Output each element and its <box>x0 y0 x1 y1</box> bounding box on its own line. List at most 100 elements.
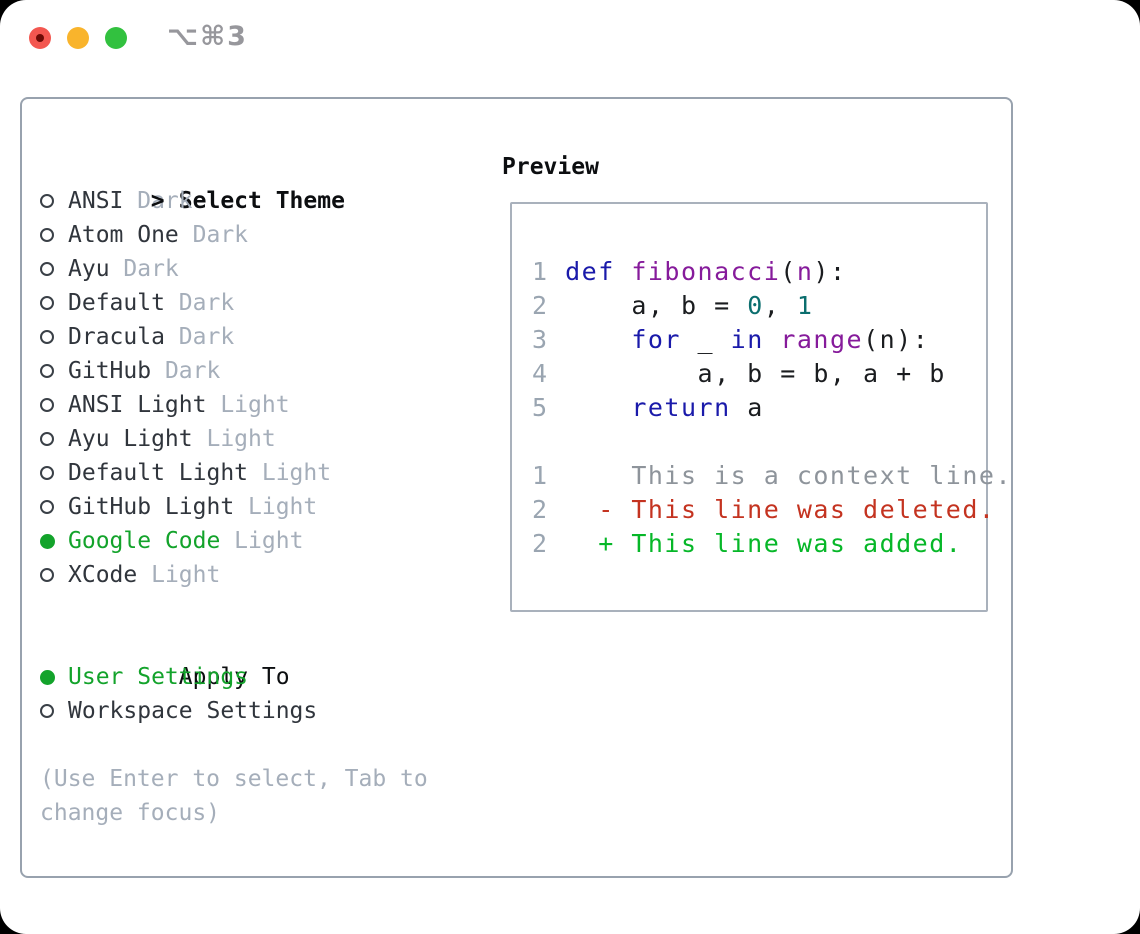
theme-option-xcode[interactable]: XCode Light <box>40 558 428 592</box>
code-token-pln: a <box>730 393 764 422</box>
code-token-fn: n <box>796 257 814 286</box>
option-label: Google Code <box>68 528 221 554</box>
variant-label: Dark <box>178 222 249 248</box>
variant-label: Light <box>137 562 221 588</box>
variant-label: Light <box>234 494 318 520</box>
apply-option-user-settings[interactable]: User Settings <box>40 660 428 694</box>
option-label: Default <box>68 290 165 316</box>
radio-icon[interactable] <box>40 694 68 728</box>
option-label: User Settings <box>68 664 249 690</box>
radio-icon[interactable] <box>40 354 68 388</box>
radio-selected-icon[interactable] <box>40 660 68 694</box>
line-number: 2 <box>532 495 566 524</box>
line-number: 4 <box>532 359 566 388</box>
code-token-pln <box>615 257 632 286</box>
apply-to-label: Apply To <box>178 664 290 690</box>
option-label: Dracula <box>68 324 165 350</box>
variant-label: Dark <box>123 188 193 214</box>
radio-icon[interactable] <box>40 286 68 320</box>
preview-header: Preview <box>502 154 599 180</box>
code-token-pln: _ <box>680 325 731 354</box>
option-label: GitHub <box>68 358 152 384</box>
code-token-kw: for <box>631 325 681 354</box>
theme-option-default-light[interactable]: Default Light Light <box>40 456 428 490</box>
select-theme-header: > Select Theme <box>40 150 428 214</box>
theme-option-ansi[interactable]: ANSI Dark <box>40 184 428 218</box>
code-line: 2 a, b = 0, 1 <box>532 289 1012 323</box>
radio-icon[interactable] <box>40 422 68 456</box>
line-number: 3 <box>532 325 566 354</box>
code-token-fn: range <box>780 325 864 354</box>
radio-icon[interactable] <box>40 320 68 354</box>
code-token-del: - This line was deleted. <box>565 495 996 524</box>
option-label: Default Light <box>68 460 249 486</box>
variant-label: Light <box>220 528 304 554</box>
option-label: Atom One <box>68 222 179 248</box>
help-text-line1: (Use Enter to select, Tab to <box>40 766 428 792</box>
blank-line <box>532 425 1012 459</box>
code-line: 1 def fibonacci(n): <box>532 255 1012 289</box>
variant-label: Light <box>206 392 290 418</box>
help-text-line2: change focus) <box>40 800 221 826</box>
radio-icon[interactable] <box>40 456 68 490</box>
titlebar <box>29 26 143 50</box>
theme-option-google-code[interactable]: Google Code Light <box>40 524 428 558</box>
option-label: Ayu Light <box>68 426 193 452</box>
variant-label: Light <box>248 460 332 486</box>
theme-option-github-light[interactable]: GitHub Light Light <box>40 490 428 524</box>
minimize-button-icon[interactable] <box>67 27 89 49</box>
code-token-fn: fibonacci <box>631 257 781 286</box>
radio-selected-icon[interactable] <box>40 524 68 558</box>
code-token-kw: def <box>565 257 615 286</box>
code-token-pln: ( <box>780 257 797 286</box>
radio-icon[interactable] <box>40 388 68 422</box>
apply-option-workspace-settings[interactable]: Workspace Settings <box>40 694 428 728</box>
cursor-icon: > <box>150 188 165 214</box>
code-token-lit: 0 <box>747 291 764 320</box>
variant-label: Dark <box>164 290 235 316</box>
code-line: 2 - This line was deleted. <box>532 493 1012 527</box>
theme-option-dracula[interactable]: Dracula Dark <box>40 320 428 354</box>
theme-option-github[interactable]: GitHub Dark <box>40 354 428 388</box>
spacer <box>40 728 428 762</box>
close-button-icon[interactable] <box>29 27 51 49</box>
radio-icon[interactable] <box>40 184 68 218</box>
radio-icon[interactable] <box>40 218 68 252</box>
line-number: 5 <box>532 393 566 422</box>
radio-icon[interactable] <box>40 558 68 592</box>
variant-label: Dark <box>164 324 235 350</box>
apply-to-header: Apply To <box>40 626 428 690</box>
option-label: XCode <box>68 562 138 588</box>
code-token-ctx: This is a context line. <box>565 461 1012 490</box>
code-token-add: + This line was added. <box>565 529 963 558</box>
theme-option-ansi-light[interactable]: ANSI Light Light <box>40 388 428 422</box>
code-line: 2 + This line was added. <box>532 527 1012 561</box>
code-token-pln: a, b = <box>565 291 748 320</box>
code-token-pln: ): <box>813 257 847 286</box>
code-token-pln <box>565 393 631 422</box>
theme-option-ayu-light[interactable]: Ayu Light Light <box>40 422 428 456</box>
code-token-pln: (n): <box>863 325 930 354</box>
theme-option-ayu[interactable]: Ayu Dark <box>40 252 428 286</box>
spacer <box>40 592 428 626</box>
line-number: 2 <box>532 291 566 320</box>
code-line: 1 This is a context line. <box>532 459 1012 493</box>
select-theme-label: Select Theme <box>178 188 345 214</box>
theme-option-default[interactable]: Default Dark <box>40 286 428 320</box>
zoom-button-icon[interactable] <box>105 27 127 49</box>
theme-option-atom-one[interactable]: Atom One Dark <box>40 218 428 252</box>
variant-label: Dark <box>151 358 221 384</box>
radio-icon[interactable] <box>40 252 68 286</box>
radio-icon[interactable] <box>40 490 68 524</box>
variant-label: Light <box>192 426 276 452</box>
option-label: ANSI <box>68 188 124 214</box>
code-token-kw: return <box>631 393 731 422</box>
code-token-pln <box>764 325 781 354</box>
code-token-lit: 1 <box>796 291 814 320</box>
